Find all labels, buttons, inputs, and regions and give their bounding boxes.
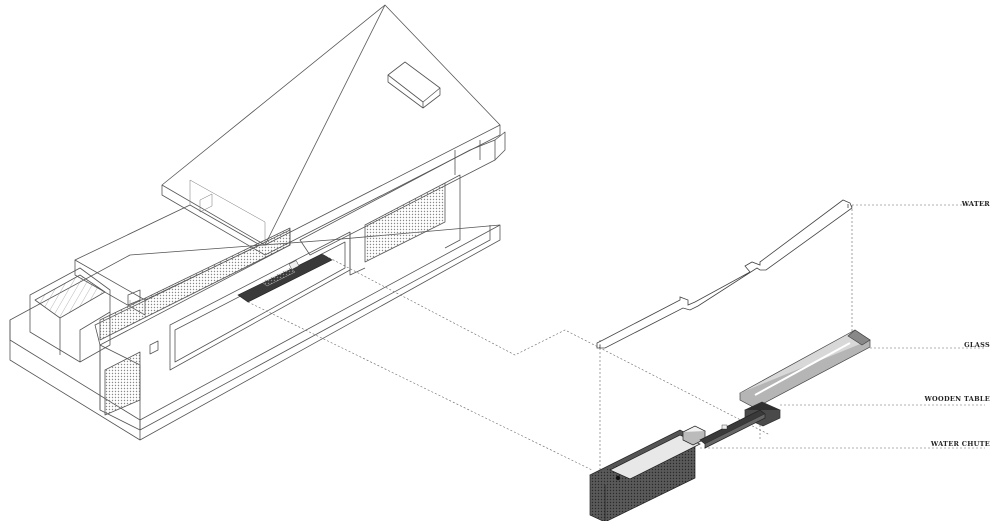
right-perforated-panel [364, 182, 446, 263]
house-detail-lines [129, 179, 266, 310]
glass-layer [739, 329, 871, 409]
water-chute-layer [589, 409, 766, 521]
roof-skylight [387, 61, 441, 103]
stair-treads [34, 274, 106, 319]
label-wooden-table: WOODEN TABLE [924, 395, 990, 403]
roof [161, 4, 501, 246]
label-glass: GLASS [964, 341, 990, 349]
label-water-chute: WATER CHUTE [930, 440, 990, 448]
house-base-platform [9, 224, 501, 441]
house-water-chute-highlight [237, 253, 333, 303]
main-volume-front [99, 225, 491, 431]
roof-ridge [264, 4, 386, 246]
perforated-screen [99, 227, 291, 341]
leader-house-to-chute-bottom [247, 301, 593, 471]
water-layer [596, 199, 853, 349]
label-water: WATER [961, 200, 990, 208]
leader-lines [247, 204, 985, 471]
perforated-screen-low [104, 351, 141, 416]
stair-block [29, 267, 111, 363]
house-model [9, 4, 506, 441]
roof-edge [161, 125, 501, 256]
leader-house-to-chute-top [321, 253, 771, 436]
